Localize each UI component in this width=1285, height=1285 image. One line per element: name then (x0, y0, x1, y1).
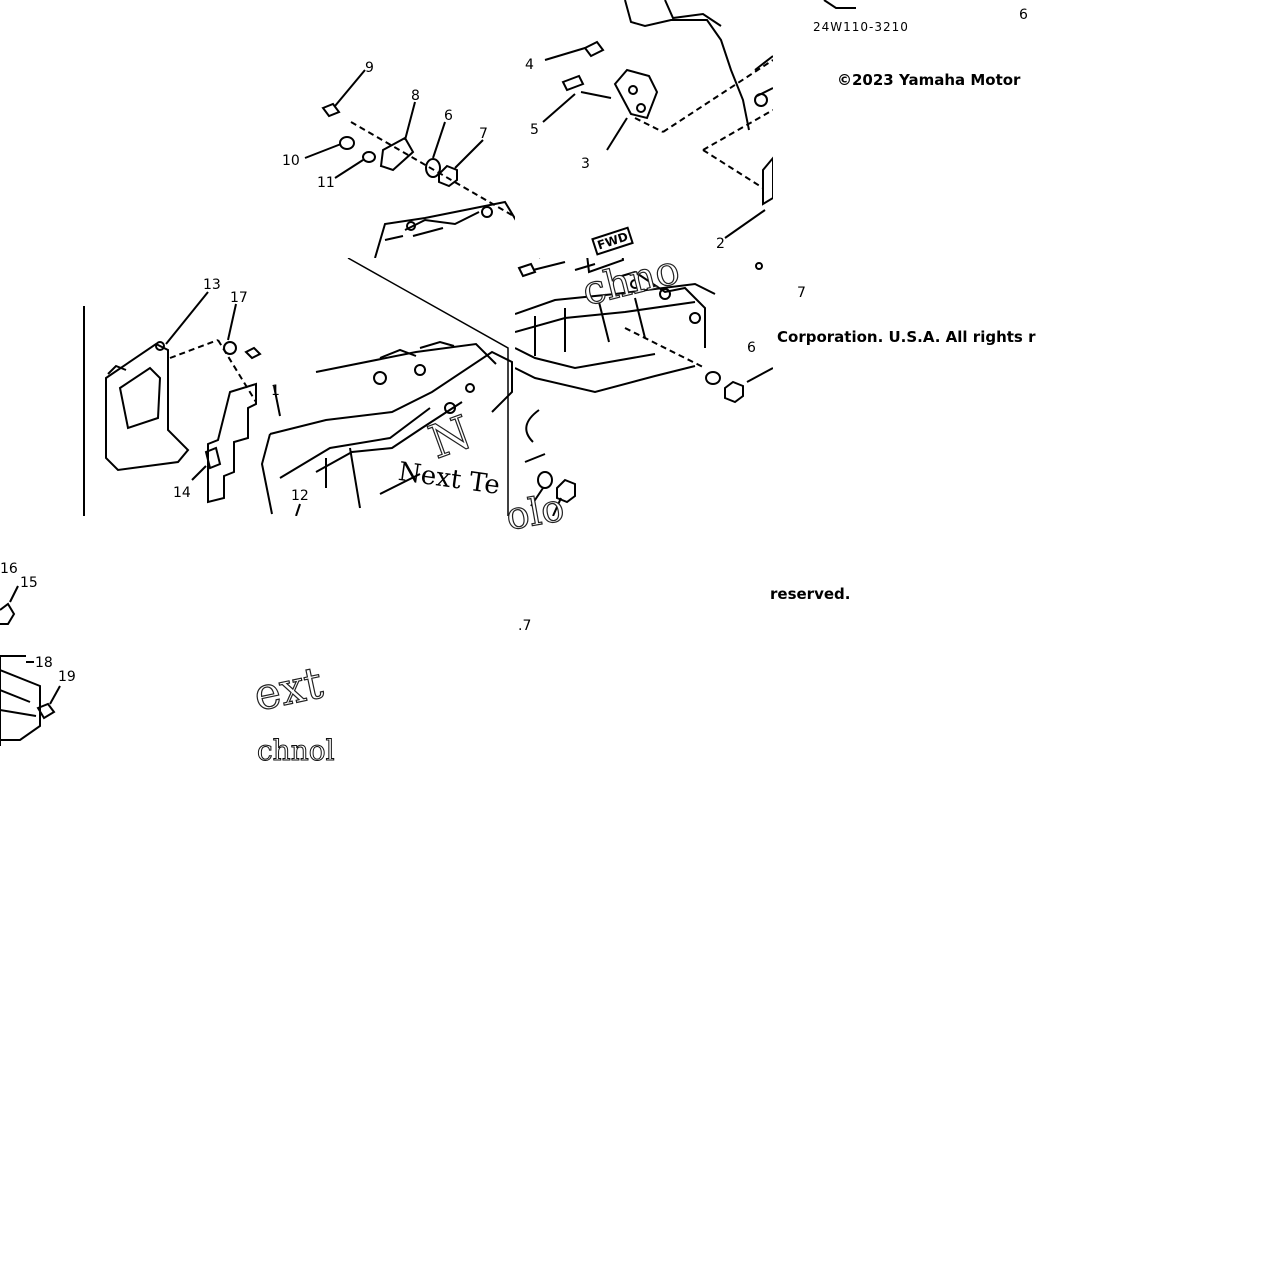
callout-18: 18 (35, 655, 53, 671)
callout-13: 13 (203, 277, 221, 293)
tile-rear-mount (255, 40, 517, 258)
callout-15: 15 (20, 575, 38, 591)
tile-side-fragment (0, 560, 80, 750)
callout-10: 10 (282, 153, 300, 169)
callout-14: 14 (173, 485, 191, 501)
tile-main-frame (80, 258, 515, 516)
part-code: 24W110-3210 (813, 20, 909, 34)
callout-7-top: 7 (479, 126, 488, 142)
callout-6-corner: 6 (1019, 7, 1028, 23)
callout-7-lower: .7 (518, 618, 532, 634)
copyright-line-1: ©2023 Yamaha Motor (837, 71, 1021, 89)
callout-7-right: 7 (797, 285, 806, 301)
callout-11: 11 (317, 175, 335, 191)
footrest-drawing (515, 258, 773, 516)
callout-16: 16 (0, 561, 18, 577)
copyright-line-2: Corporation. U.S.A. All rights r (777, 328, 1036, 346)
front-mount-drawing (542, 0, 773, 239)
callout-5: 5 (530, 122, 539, 138)
rear-mount-drawing (304, 69, 517, 258)
side-fragment-drawing (0, 585, 61, 746)
callout-17: 17 (230, 290, 248, 306)
callout-3: 3 (581, 156, 590, 172)
callout-8: 8 (411, 88, 420, 104)
callout-6-right: 6 (747, 340, 756, 356)
corner-fragment (823, 0, 856, 9)
watermark-ext: ext (249, 657, 328, 722)
callout-1: 1 (271, 383, 280, 399)
callout-2: 2 (716, 236, 725, 252)
watermark-olo: olo (502, 485, 568, 540)
main-frame-drawing (83, 258, 513, 516)
callout-4: 4 (525, 57, 534, 73)
tile-footrest (515, 258, 773, 516)
watermark-chnol: chnol (257, 734, 336, 768)
callout-12: 12 (291, 488, 309, 504)
tile-front-mount (515, 0, 773, 258)
callout-6-top: 6 (444, 108, 453, 124)
copyright-line-3: reserved. (770, 585, 851, 603)
callout-19: 19 (58, 669, 76, 685)
callout-9: 9 (365, 60, 374, 76)
